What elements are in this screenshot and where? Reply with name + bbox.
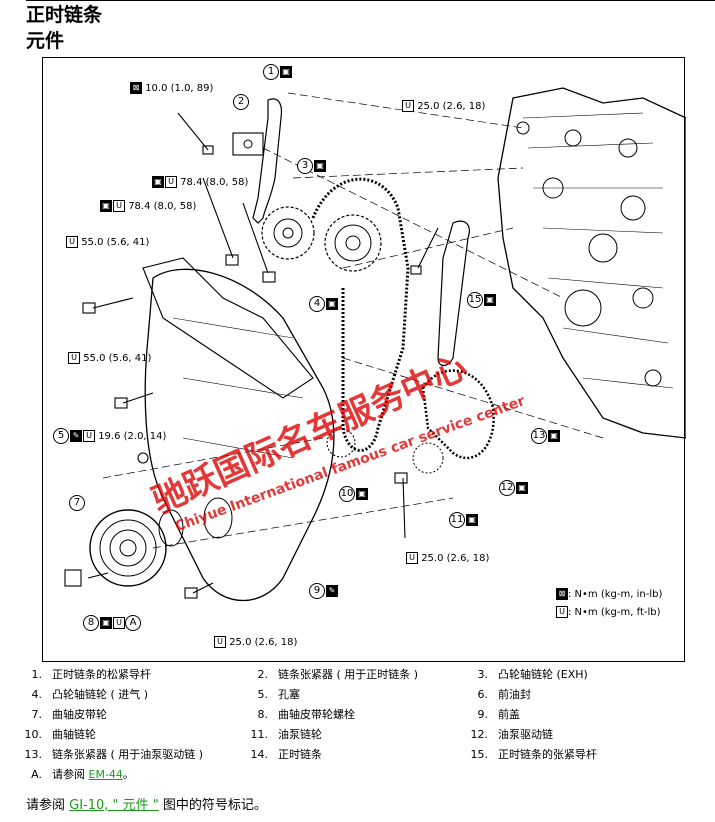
front-cover [144,268,335,601]
torque-spec: U 55.0 (5.6, 41) [65,236,149,249]
chain-tensioner [232,132,264,156]
bracket [142,257,314,399]
front-oil-seal [158,509,184,547]
list-item: 5.孔塞 [257,688,301,701]
callout-13: 13▣ [531,428,560,444]
torque-spec: ▣U 78.4 (8.0, 58) [99,200,196,213]
torque-spec: U 25.0 (2.6, 18) [405,552,489,565]
list-item: 3.凸轮轴链轮 (EXH) [477,668,588,681]
note-a: A.请参阅 EM-44。 [31,768,134,781]
list-item: 7.曲轴皮带轮 [31,708,108,721]
engine-block [497,87,686,439]
callout-11: 11▣ [449,512,478,528]
list-item: 10.曲轴链轮 [24,728,97,741]
list-item: 4.凸轮轴链轮 ( 进气 ) [31,688,149,701]
callout-4: 4▣ [309,296,338,312]
callout-9: 9✎ [309,583,338,599]
cam-sprocket-int [324,214,382,272]
list-item: 11.油泵链轮 [250,728,323,741]
unit-legend-in-lb: ⊠: N•m (kg-m, in-lb) [555,588,662,601]
engine-drawing [64,87,686,601]
torque-spec: U 25.0 (2.6, 18) [213,636,297,649]
callout-3: 3▣ [297,158,326,174]
list-item: 2.链条张紧器 ( 用于正时链条 ) [257,668,419,681]
crank-sprocket [326,428,356,458]
page-title: 正时链条 [26,4,103,26]
callout-1: 1▣ [263,64,292,80]
oil-pump-chain [421,369,495,460]
tension-guide [437,220,470,367]
list-item: 6.前油封 [477,688,532,701]
callout-12: 12▣ [499,480,528,496]
gi-10-link[interactable]: GI-10, " 元件 " [69,798,159,813]
top-rule [26,0,715,1]
em-44-link[interactable]: EM-44 [88,768,123,781]
crank-pulley [89,509,167,587]
timing-chain [311,177,410,452]
callout-2: 2 [233,94,249,110]
footer-note: 请参阅 GI-10, " 元件 " 图中的符号标记。 [26,798,267,813]
oil-pump-sprocket [412,442,444,474]
torque-spec: U 55.0 (5.6, 41) [67,352,151,365]
torque-spec: ⊠ 10.0 (1.0, 89) [129,82,213,95]
callout-15: 15▣ [467,292,496,308]
callout-7: 7 [69,495,85,511]
list-item: 12.油泵驱动链 [470,728,554,741]
callout-5: 5✎U 19.6 (2.0, 14) [53,428,166,444]
page-subtitle: 元件 [26,30,65,52]
torque-spec: U 25.0 (2.6, 18) [401,100,485,113]
slack-guide [252,98,283,224]
torque-spec: ▣U 78.4 (8.0, 58) [151,176,248,189]
list-item: 9.前盖 [477,708,521,721]
list-item: 13.链条张紧器 ( 用于油泵驱动链 ) [24,748,204,761]
list-item: 1.正时链条的松紧导杆 [31,668,152,681]
list-item: 14.正时链条 [250,748,323,761]
list-item: 8.曲轴皮带轮螺栓 [257,708,356,721]
unit-legend-ft-lb: U: N•m (kg-m, ft-lb) [555,606,661,619]
callout-10: 10▣ [339,486,368,502]
cam-sprocket-exh [261,206,315,260]
list-item: 15.正时链条的张紧导杆 [470,748,598,761]
